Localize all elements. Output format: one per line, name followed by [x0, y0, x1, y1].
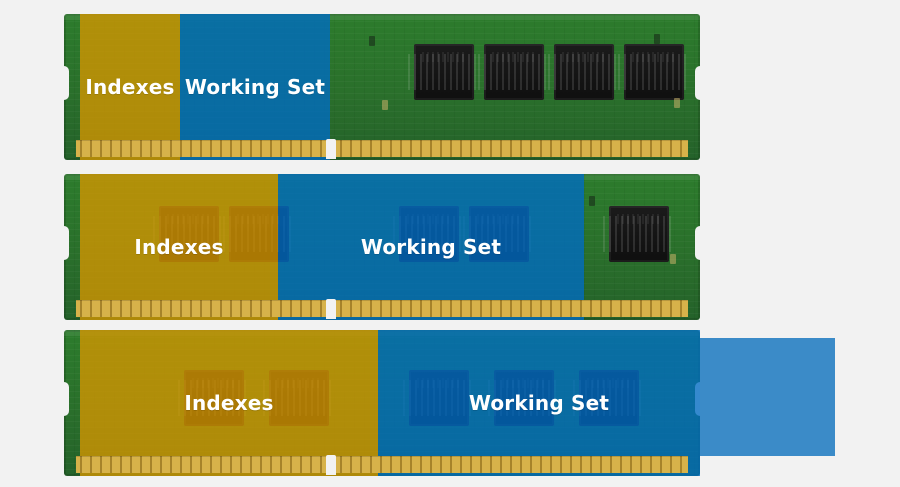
pcb-component: [369, 36, 375, 46]
pcb-component: [589, 196, 595, 206]
indexes-label: Indexes: [184, 391, 274, 415]
working-set-overlay: Working Set: [378, 330, 700, 476]
working-set-label: Working Set: [184, 75, 326, 99]
stick-notch-left: [59, 226, 69, 260]
memory-chip: [548, 44, 620, 100]
pcb-component: [382, 100, 388, 110]
memory-chip: [408, 44, 480, 100]
indexes-overlay: Indexes: [80, 14, 180, 160]
indexes-overlay: Indexes: [80, 174, 278, 320]
working-set-label: Working Set: [468, 391, 610, 415]
working-set-overlay: Working Set: [180, 14, 330, 160]
memory-stick-3: Indexes Working Set: [59, 330, 705, 476]
contacts-key-notch: [326, 299, 336, 319]
working-set-overlay: Working Set: [278, 174, 584, 320]
gold-contacts: [76, 299, 688, 319]
stick-notch-left: [59, 382, 69, 416]
memory-chip: [478, 44, 550, 100]
indexes-label: Indexes: [85, 75, 175, 99]
stick-notch-right: [695, 66, 705, 100]
pcb-component: [674, 98, 680, 108]
contacts-key-notch: [326, 455, 336, 475]
indexes-overlay: Indexes: [80, 330, 378, 476]
gold-contacts: [76, 139, 688, 159]
memory-chip: [603, 206, 675, 262]
contacts-key-notch: [326, 139, 336, 159]
stick-notch-left: [59, 66, 69, 100]
memory-stick-1: Indexes Working Set: [59, 14, 705, 160]
gold-contacts: [76, 455, 688, 475]
pcb-component: [670, 254, 676, 264]
memory-chip: [618, 44, 690, 100]
pcb-component: [654, 34, 660, 44]
working-set-overflow-block: [700, 338, 835, 456]
working-set-label: Working Set: [360, 235, 502, 259]
memory-stick-2: Indexes Working Set: [59, 174, 705, 320]
stick-notch-right: [695, 226, 705, 260]
indexes-label: Indexes: [134, 235, 224, 259]
